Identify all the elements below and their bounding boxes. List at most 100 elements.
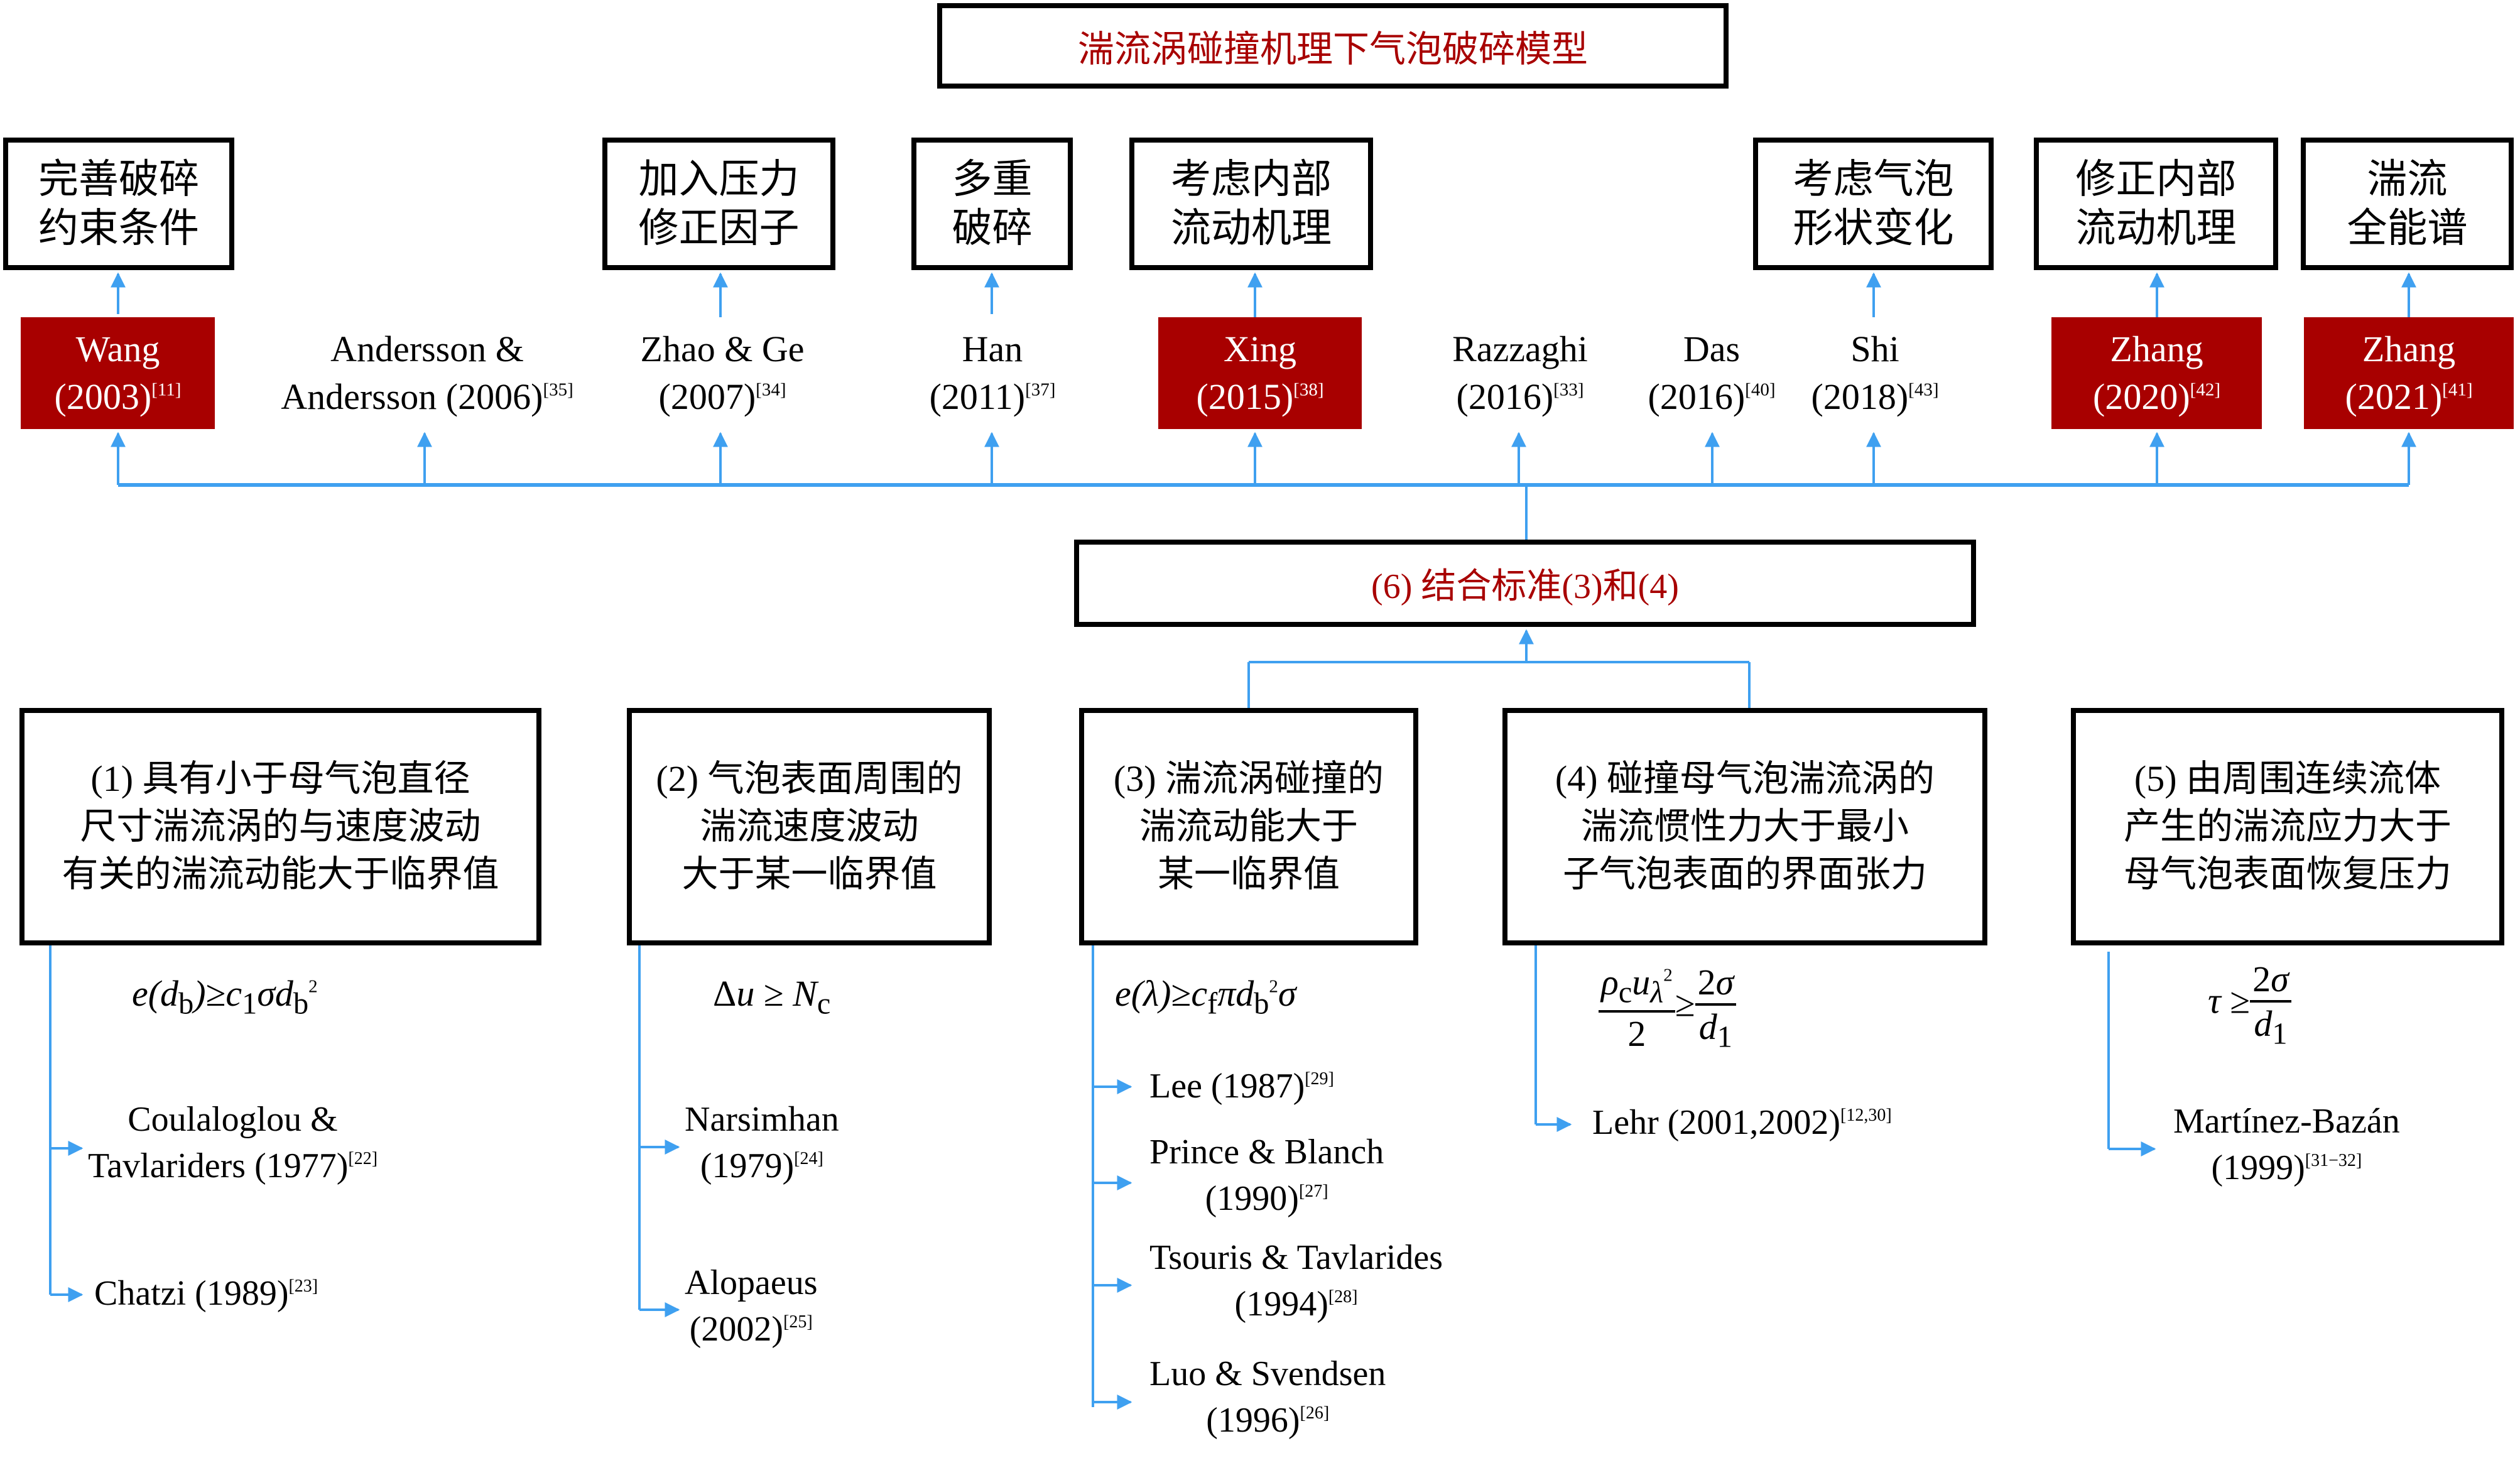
criterion-line: 大于某一临界值 (682, 854, 937, 895)
author-zhang-2020: Zhang (2020)[42] (2051, 317, 2262, 429)
ref-line: Coulaloglou & (128, 1100, 338, 1139)
top-box-corrected-internal-flow: 修正内部流动机理 (2034, 138, 2278, 270)
ref-line: (1994) (1234, 1285, 1328, 1324)
author-wang-2003: Wang (2003)[11] (21, 317, 215, 429)
author-ref: [35] (543, 379, 573, 400)
author-name: Xing (1224, 329, 1296, 369)
top-box-line: 约束条件 (38, 205, 199, 251)
criterion-1-box: (1) 具有小于母气泡直径尺寸湍流涡的与速度波动有关的湍流动能大于临界值 (19, 708, 541, 945)
ref-line: Narsimhan (685, 1100, 839, 1139)
combined-criterion-text: (6) 结合标准(3)和(4) (1371, 567, 1679, 606)
author-shi-2018: Shi (2018)[43] (1796, 317, 1953, 429)
ref-martinez-bazan-1999: Martínez-Bazán (1999)[31−32] (2173, 1098, 2400, 1191)
criterion-2-box: (2) 气泡表面周围的湍流速度波动大于某一临界值 (627, 708, 992, 945)
author-year: (2011) (929, 376, 1026, 417)
ref-alopaeus-2002: Alopaeus (2002)[25] (685, 1259, 818, 1352)
top-box-line: 考虑内部 (1171, 156, 1332, 202)
criterion-line: 产生的湍流应力大于 (2123, 806, 2452, 847)
author-ref: [33] (1553, 379, 1584, 400)
author-ref: [11] (151, 379, 182, 400)
criterion-line: (2) 气泡表面周围的 (656, 758, 963, 799)
ref-line: (1990) (1205, 1179, 1299, 1218)
criterion-line: 有关的湍流动能大于临界值 (62, 854, 499, 895)
author-name: Razzaghi (1452, 329, 1588, 369)
diagram-title: 湍流涡碰撞机理下气泡破碎模型 (937, 3, 1729, 89)
ref-tsouris-tavlarides-1994: Tsouris & Tavlarides (1994)[28] (1149, 1234, 1443, 1327)
ref-line: Alopaeus (685, 1263, 818, 1302)
top-box-pressure-correction: 加入压力修正因子 (602, 138, 835, 270)
ref-line: Prince & Blanch (1149, 1133, 1384, 1172)
author-name: Zhang (2362, 329, 2456, 369)
ref-number: [22] (348, 1149, 378, 1168)
criterion-line: (5) 由周围连续流体 (2134, 758, 2441, 799)
top-box-line: 湍流 (2367, 156, 2448, 202)
top-box-line: 全能谱 (2347, 205, 2468, 251)
top-box-line: 流动机理 (1171, 205, 1332, 251)
author-name: Das (1683, 329, 1741, 369)
top-box-shape-change: 考虑气泡形状变化 (1753, 138, 1994, 270)
criterion-line: (1) 具有小于母气泡直径 (90, 758, 470, 799)
author-xing-2015: Xing (2015)[38] (1158, 317, 1362, 429)
ref-line: (2002) (689, 1310, 784, 1349)
formula-1: e(db)≥c1σdb2 (132, 973, 318, 1021)
ref-line: Chatzi (1989) (94, 1274, 289, 1313)
ref-line: Martínez-Bazán (2173, 1102, 2400, 1141)
criterion-line: 尺寸湍流涡的与速度波动 (80, 806, 481, 847)
ref-line: Tavlariders (1977) (88, 1146, 349, 1185)
criterion-line: 母气泡表面恢复压力 (2123, 854, 2452, 895)
ref-number: [28] (1328, 1287, 1358, 1307)
author-year: (2018) (1811, 376, 1909, 417)
author-name: Zhang (2110, 329, 2203, 369)
author-ref: [40] (1745, 379, 1776, 400)
ref-line: (1979) (700, 1146, 795, 1185)
author-razzaghi-2016: Razzaghi (2016)[33] (1432, 317, 1608, 429)
author-year: (2021) (2345, 376, 2443, 417)
top-box-perfect-constraints: 完善破碎约束条件 (3, 138, 234, 270)
author-year: (2016) (1456, 376, 1554, 417)
ref-line: (1996) (1206, 1401, 1300, 1440)
ref-narsimhan-1979: Narsimhan (1979)[24] (685, 1096, 839, 1189)
criterion-line: 湍流动能大于 (1139, 806, 1358, 847)
top-box-line: 完善破碎 (38, 156, 199, 202)
ref-number: [26] (1300, 1403, 1330, 1423)
ref-number: [27] (1298, 1182, 1328, 1201)
author-name: Andersson & (330, 329, 524, 369)
criterion-4-box: (4) 碰撞母气泡湍流涡的湍流惯性力大于最小子气泡表面的界面张力 (1502, 708, 1987, 945)
author-year: Andersson (2006) (281, 376, 543, 417)
top-box-line: 流动机理 (2075, 205, 2237, 251)
formula-3: e(λ)≥cfπdb2σ (1115, 973, 1296, 1021)
criterion-5-box: (5) 由周围连续流体产生的湍流应力大于母气泡表面恢复压力 (2071, 708, 2504, 945)
author-ref: [38] (1293, 379, 1324, 400)
ref-coulaloglou-1977: Coulaloglou & Tavlariders (1977)[22] (88, 1096, 377, 1189)
author-name: Han (962, 329, 1023, 369)
author-ref: [43] (1908, 379, 1939, 400)
author-ref: [34] (756, 379, 786, 400)
author-ref: [42] (2190, 379, 2220, 400)
author-name: Wang (75, 329, 160, 369)
top-box-line: 破碎 (952, 205, 1033, 251)
author-year: (2020) (2093, 376, 2190, 417)
ref-lehr-2001-2002: Lehr (2001,2002)[12,30] (1592, 1099, 1892, 1146)
criterion-line: 子气泡表面的界面张力 (1562, 854, 1927, 895)
criterion-line: 湍流惯性力大于最小 (1580, 806, 1909, 847)
ref-lee-1987: Lee (1987)[29] (1149, 1063, 1334, 1109)
top-box-line: 加入压力 (638, 156, 800, 202)
author-ref: [41] (2442, 379, 2473, 400)
criterion-3-box: (3) 湍流涡碰撞的湍流动能大于某一临界值 (1079, 708, 1418, 945)
top-box-line: 修正因子 (638, 205, 800, 251)
ref-number: [29] (1305, 1069, 1334, 1089)
top-box-internal-flow: 考虑内部流动机理 (1129, 138, 1373, 270)
top-box-line: 形状变化 (1793, 205, 1954, 251)
ref-line: Tsouris & Tavlarides (1149, 1238, 1443, 1277)
ref-number: [12,30] (1840, 1106, 1892, 1125)
ref-line: Luo & Svendsen (1149, 1354, 1386, 1393)
ref-luo-svendsen-1996: Luo & Svendsen (1996)[26] (1149, 1351, 1386, 1444)
diagram-title-text: 湍流涡碰撞机理下气泡破碎模型 (1077, 29, 1588, 70)
criterion-line: (3) 湍流涡碰撞的 (1113, 758, 1384, 799)
criterion-line: (4) 碰撞母气泡湍流涡的 (1555, 758, 1935, 799)
ref-number: [25] (783, 1312, 813, 1332)
ref-number: [31−32] (2305, 1151, 2362, 1170)
ref-number: [23] (288, 1276, 318, 1296)
top-box-line: 多重 (952, 156, 1033, 202)
